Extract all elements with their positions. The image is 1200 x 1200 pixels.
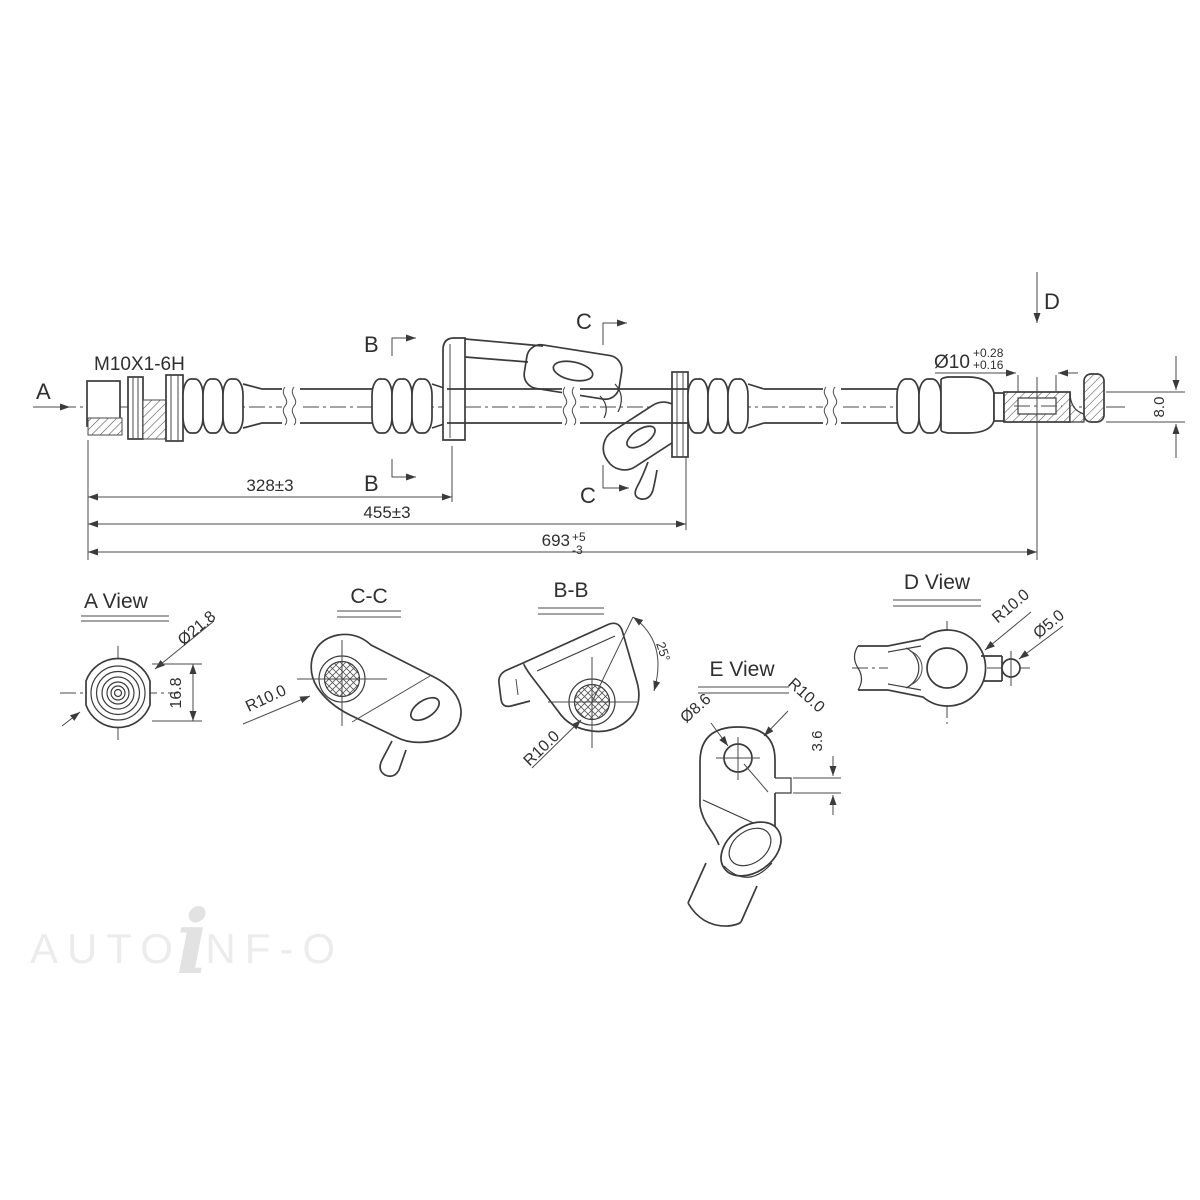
- cc-view-title: C-C: [350, 585, 387, 608]
- b-b-section-view: B-B 25° R10.0: [498, 579, 673, 770]
- main-assembly-view: A M10X1-6H B B C C D Ø10 +0.28 +0.16: [33, 272, 1185, 560]
- watermark-auto: AUTO: [30, 925, 182, 972]
- bore-tolerance-upper: +0.28: [973, 346, 1004, 360]
- cc-view-radius-dim: R10.0: [243, 682, 289, 715]
- section-marker-b-top: B: [364, 332, 416, 357]
- end-thickness-dimension: 8.0: [1106, 356, 1185, 458]
- crimp-sleeve-3: [687, 378, 765, 434]
- hose-break-3: [823, 386, 841, 426]
- e-bracket-plate: [699, 726, 776, 827]
- bracket-c-ear-clip: [602, 371, 689, 500]
- section-marker-b-bottom: B: [364, 459, 416, 496]
- hose-break-2: [562, 386, 580, 426]
- fitting-section-hatch: [142, 399, 169, 440]
- thread-section-hatch: [87, 417, 123, 436]
- hose-break-1: [282, 386, 300, 426]
- bracket-b-slot: [552, 360, 594, 382]
- d-banjo-hole: [926, 647, 968, 689]
- d-hose-break: [853, 645, 863, 691]
- cc-bracket-tab: [379, 740, 407, 778]
- e-bracket-tab: [775, 777, 792, 794]
- hose-tube-1: [262, 388, 372, 424]
- section-b-bottom-label: B: [364, 471, 379, 496]
- bb-view-radius-dim: R10.0: [521, 728, 564, 770]
- dim-455: 455±3: [363, 503, 410, 522]
- bracket-c-tab: [634, 461, 658, 500]
- watermark-nfo: NF-O: [205, 925, 345, 972]
- bb-view-title: B-B: [553, 579, 588, 602]
- section-b-top-label: B: [364, 332, 379, 357]
- bracket-c-plate: [671, 371, 689, 458]
- view-arrow-a-label: A: [36, 379, 51, 404]
- view-arrow-a: A: [33, 379, 70, 411]
- bb-view-underline: [538, 607, 604, 615]
- bb-bracket-hook: [498, 662, 531, 708]
- thread-spec-label: M10X1-6H: [94, 354, 185, 375]
- a-view-title: A View: [84, 590, 149, 613]
- cc-view-underline: [337, 610, 401, 618]
- section-c-bottom-label: C: [580, 483, 596, 508]
- e-view-hole-dia-dim: Ø8.6: [677, 691, 714, 727]
- hose-tube-3: [764, 388, 897, 424]
- dim-328: 328±3: [246, 476, 293, 495]
- bore-tolerance-lower: +0.16: [973, 358, 1004, 372]
- a-view-underline: [81, 615, 169, 622]
- e-view-title: E View: [710, 658, 776, 681]
- left-threaded-fitting: [86, 374, 184, 442]
- e-cylinder: [687, 862, 758, 927]
- section-c-top-label: C: [576, 309, 592, 334]
- d-view-title: D View: [904, 571, 971, 594]
- bracket-b-hook-clip: [442, 337, 623, 441]
- dim-693-tol-lower: -3: [572, 543, 583, 557]
- banjo-hook: [1083, 373, 1105, 423]
- c-c-section-view: C-C R10.0: [242, 585, 462, 778]
- a-view-outer-dia-dim: Ø21.8: [175, 608, 219, 649]
- bracket-c-slot: [626, 425, 656, 449]
- bore-diameter-dimension: Ø10 +0.28 +0.16: [934, 346, 1078, 392]
- section-marker-c-bottom: C: [580, 465, 629, 508]
- e-collar-outer: [720, 821, 782, 877]
- dim-693-tol-upper: +5: [572, 530, 586, 544]
- crimp-sleeve-2: [371, 378, 448, 434]
- e-view: E View Ø8.6 R10.0 3.6: [677, 658, 841, 927]
- e-view-underline: [698, 686, 789, 694]
- view-arrow-d: D: [1033, 272, 1060, 323]
- e-view-radius-dim: R10.0: [784, 675, 827, 716]
- d-view-underline: [893, 599, 981, 607]
- d-view: D View R10.0 Ø5.0: [852, 571, 1068, 724]
- bb-view-angle-dim: 25°: [653, 640, 673, 663]
- bore-diameter-label: Ø10: [934, 352, 970, 373]
- view-arrow-d-label: D: [1044, 289, 1060, 314]
- a-view-height-dim: 16.8: [168, 677, 185, 708]
- cc-bracket-slot: [409, 696, 441, 722]
- e-collar-inner: [728, 827, 772, 867]
- d-view-radius-dim: R10.0: [989, 586, 1033, 627]
- length-dimensions: 328±3 455±3 693 +5 -3: [87, 377, 1038, 560]
- banjo-end-fitting: [896, 373, 1122, 434]
- a-view: A View Ø21.8 16.8: [60, 590, 219, 740]
- e-view-tab-dim: 3.6: [809, 731, 826, 752]
- a-view-fitting-outline: [85, 657, 151, 729]
- section-marker-c-top: C: [576, 309, 627, 345]
- dim-693: 693: [542, 531, 570, 550]
- crimp-sleeve-1: [182, 378, 263, 434]
- watermark-i: i: [175, 890, 210, 994]
- end-thickness-dim: 8.0: [1151, 397, 1168, 418]
- hose-tube-2: [447, 388, 690, 424]
